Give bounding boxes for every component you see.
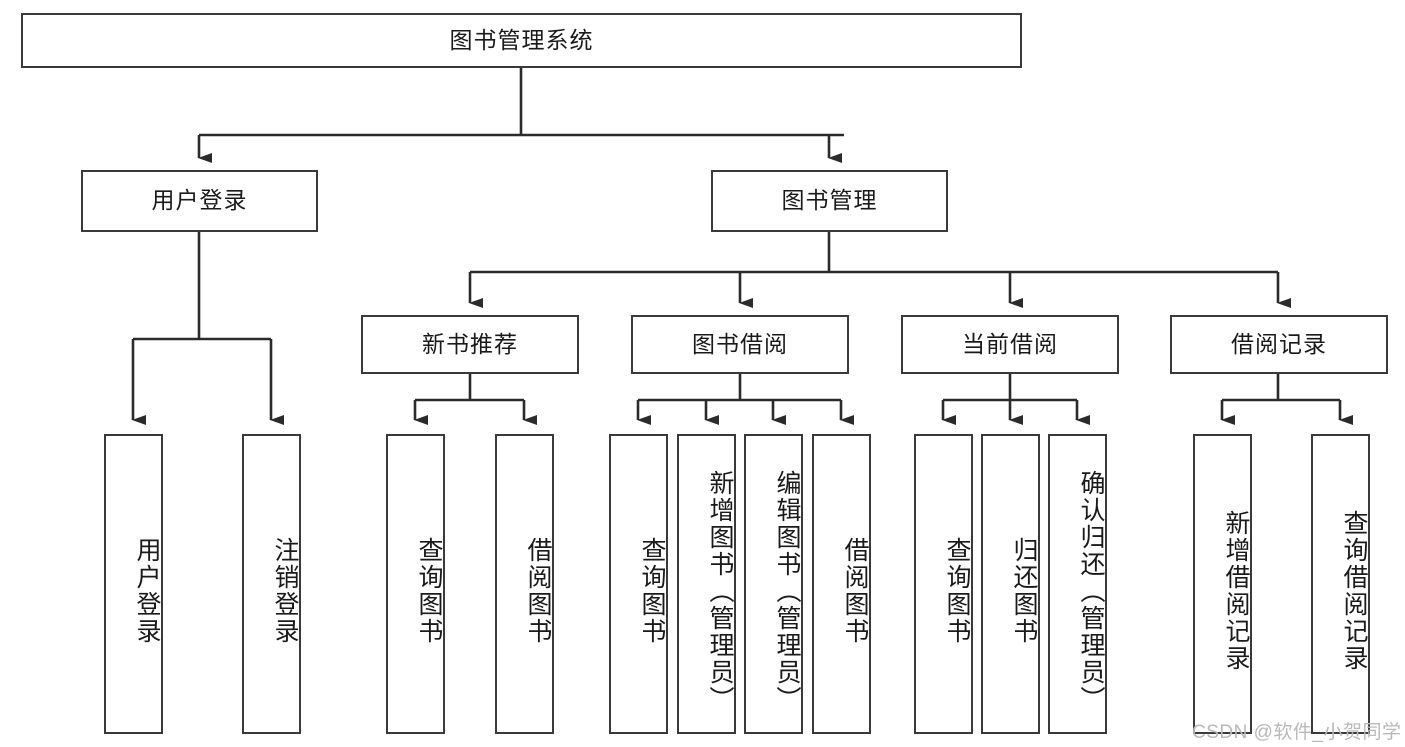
- node-leaf-query-record-label: 查询借阅记录: [1340, 510, 1368, 672]
- node-leaf-user-login[interactable]: 用户登录: [104, 434, 163, 734]
- node-leaf-confirm-return-label: 确认归还（管理员）: [1077, 469, 1105, 713]
- node-user-login-label: 用户登录: [151, 187, 248, 214]
- node-book-borrow-label: 图书借阅: [692, 330, 788, 357]
- node-leaf-logout-label: 注销登录: [271, 537, 299, 645]
- node-new-book-recommend-label: 新书推荐: [422, 330, 518, 357]
- node-leaf-query-book-2[interactable]: 查询图书: [609, 434, 668, 734]
- node-leaf-borrow-book-1[interactable]: 借阅图书: [495, 434, 554, 734]
- watermark-text: CSDN @软件_小贺同学: [1192, 722, 1402, 743]
- node-leaf-query-record[interactable]: 查询借阅记录: [1311, 434, 1370, 734]
- node-book-borrow[interactable]: 图书借阅: [631, 315, 849, 374]
- node-leaf-borrow-book-2-label: 借阅图书: [841, 537, 869, 645]
- node-root[interactable]: 图书管理系统: [21, 13, 1022, 68]
- node-leaf-borrow-book-1-label: 借阅图书: [524, 537, 552, 645]
- watermark: CSDN @软件_小贺同学: [1192, 717, 1401, 744]
- node-leaf-query-book-3-label: 查询图书: [943, 537, 971, 645]
- node-borrow-record[interactable]: 借阅记录: [1170, 315, 1388, 374]
- node-leaf-edit-book[interactable]: 编辑图书（管理员）: [744, 434, 803, 734]
- node-leaf-query-book-1-label: 查询图书: [415, 537, 443, 645]
- node-leaf-confirm-return[interactable]: 确认归还（管理员）: [1048, 434, 1107, 734]
- node-leaf-add-book[interactable]: 新增图书（管理员）: [677, 434, 736, 734]
- node-leaf-return-book[interactable]: 归还图书: [981, 434, 1040, 734]
- node-leaf-add-record-label: 新增借阅记录: [1222, 510, 1250, 672]
- node-current-borrow-label: 当前借阅: [962, 330, 1058, 357]
- node-user-login[interactable]: 用户登录: [81, 170, 318, 232]
- node-book-manage[interactable]: 图书管理: [711, 170, 948, 232]
- node-leaf-user-login-label: 用户登录: [133, 537, 161, 645]
- node-leaf-query-book-3[interactable]: 查询图书: [914, 434, 973, 734]
- node-leaf-add-book-label: 新增图书（管理员）: [706, 469, 734, 713]
- node-leaf-edit-book-label: 编辑图书（管理员）: [773, 469, 801, 713]
- node-new-book-recommend[interactable]: 新书推荐: [361, 315, 579, 374]
- node-leaf-borrow-book-2[interactable]: 借阅图书: [812, 434, 871, 734]
- node-current-borrow[interactable]: 当前借阅: [901, 315, 1119, 374]
- node-book-manage-label: 图书管理: [781, 187, 878, 214]
- node-leaf-add-record[interactable]: 新增借阅记录: [1193, 434, 1252, 734]
- node-leaf-return-book-label: 归还图书: [1010, 537, 1038, 645]
- node-leaf-logout[interactable]: 注销登录: [242, 434, 301, 734]
- node-leaf-query-book-2-label: 查询图书: [638, 537, 666, 645]
- node-borrow-record-label: 借阅记录: [1231, 330, 1327, 357]
- node-root-label: 图书管理系统: [449, 26, 594, 53]
- node-leaf-query-book-1[interactable]: 查询图书: [386, 434, 445, 734]
